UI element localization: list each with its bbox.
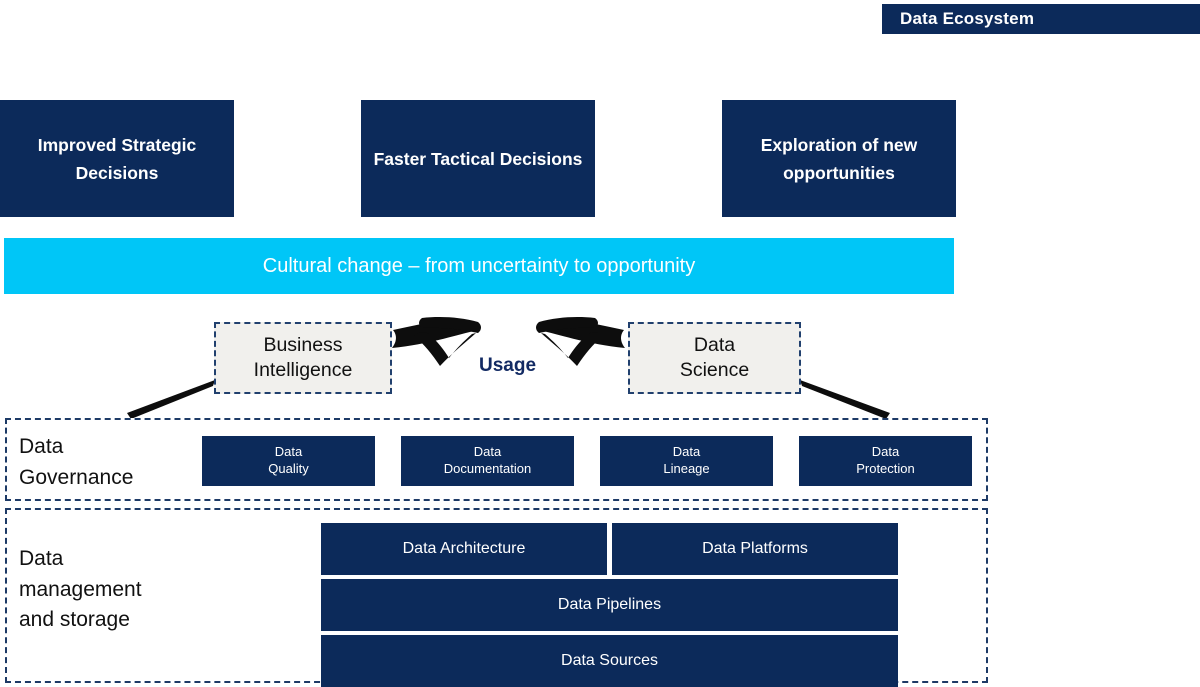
outcome-label: Faster Tactical Decisions	[373, 148, 583, 169]
storage-chip-data-architecture[interactable]: Data Architecture	[321, 523, 607, 575]
outcome-box-improved-strategic-decisions: Improved Strategic Decisions	[0, 100, 234, 217]
chip-label: Data Documentation	[443, 444, 532, 476]
storage-chip-data-pipelines[interactable]: Data Pipelines	[321, 579, 898, 631]
layer-label-data-management-and-storage: Data management and storage	[19, 547, 142, 632]
usage-node-data-science[interactable]: Data Science	[628, 322, 801, 394]
arrow-right-head-upper	[536, 317, 598, 333]
page-title: Data Ecosystem	[900, 9, 1035, 28]
chip-label: Data Quality	[268, 444, 309, 476]
chip-label: Data Platforms	[702, 539, 808, 557]
governance-chip-data-lineage[interactable]: Data Lineage	[600, 436, 773, 486]
storage-chip-data-platforms[interactable]: Data Platforms	[612, 523, 898, 575]
arrow-right-to-usage	[543, 319, 625, 348]
chip-label: Data Protection	[856, 444, 915, 476]
usage-node-label: Data Science	[679, 334, 750, 381]
outcome-box-faster-tactical-decisions: Faster Tactical Decisions	[361, 100, 595, 217]
usage-layer-label: Usage	[478, 355, 537, 376]
layer-label-data-governance: Data Governance	[19, 435, 134, 489]
governance-chip-data-quality[interactable]: Data Quality	[202, 436, 375, 486]
connector-line-bi	[127, 380, 215, 419]
layer-data-management-and-storage: Data management and storage Data Archite…	[5, 508, 988, 687]
governance-chip-data-protection[interactable]: Data Protection	[799, 436, 972, 486]
storage-chip-data-sources[interactable]: Data Sources	[321, 635, 898, 687]
outcome-label: Exploration of new opportunities	[760, 134, 918, 183]
layer-data-governance: Data Governance Data Quality Data Docume…	[5, 418, 988, 501]
arrow-left-to-usage	[392, 319, 474, 348]
outcome-box-exploration-of-new-opportunities: Exploration of new opportunities	[722, 100, 956, 217]
chip-label: Data Lineage	[663, 444, 710, 476]
arrow-left-head-upper	[419, 317, 481, 333]
chip-label: Data Sources	[561, 651, 658, 669]
usage-layer-label-wrap: Usage	[455, 352, 560, 380]
cultural-change-bar: Cultural change – from uncertainty to op…	[4, 238, 954, 294]
cultural-change-label: Cultural change – from uncertainty to op…	[262, 254, 696, 277]
usage-node-label: Business Intelligence	[253, 334, 353, 381]
chip-label: Data Pipelines	[557, 595, 662, 613]
outcome-label: Improved Strategic Decisions	[37, 134, 197, 183]
connector-line-ds	[800, 380, 890, 419]
governance-chip-data-documentation[interactable]: Data Documentation	[401, 436, 574, 486]
page-title-banner: Data Ecosystem	[882, 4, 1200, 34]
usage-node-business-intelligence[interactable]: Business Intelligence	[214, 322, 392, 394]
chip-label: Data Architecture	[402, 539, 526, 557]
